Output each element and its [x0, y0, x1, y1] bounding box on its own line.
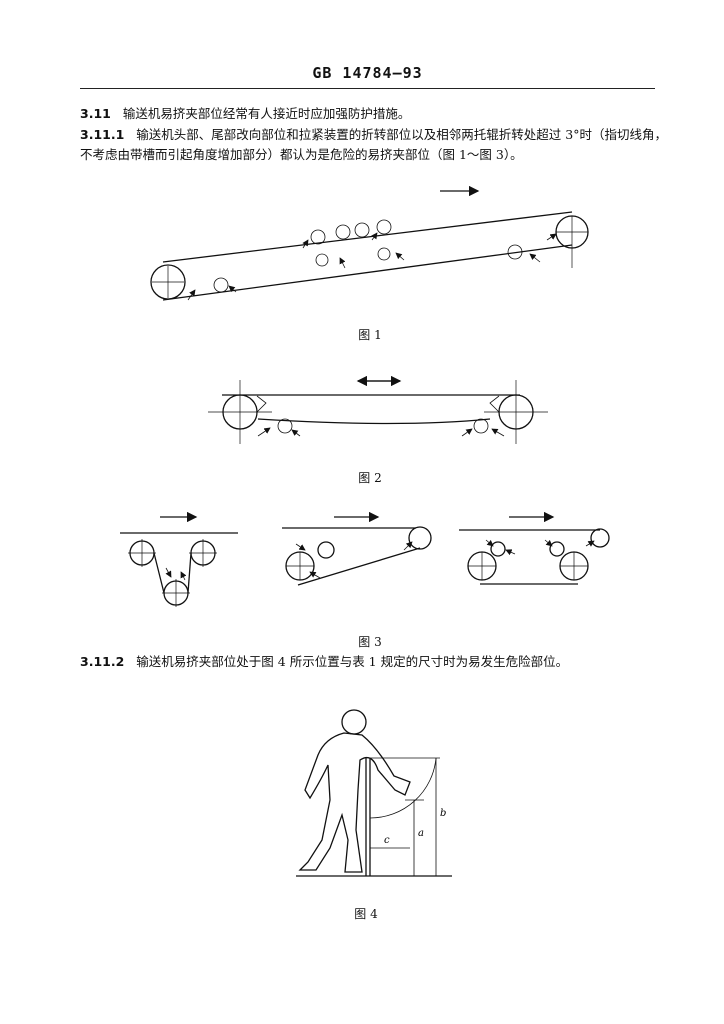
section-3-11-2: 3.11.2 输送机易挤夹部位处于图 4 所示位置与表 1 规定的尺寸时为易发生危…: [80, 652, 670, 672]
section-number: 3.11: [80, 106, 111, 121]
figure-1-caption: 图 1: [358, 328, 382, 342]
dim-label-a: a: [418, 828, 424, 839]
section-text: 输送机易挤夹部位经常有人接近时应加强防护措施。: [122, 106, 411, 121]
header-rule: [80, 88, 655, 89]
section-text: 输送机易挤夹部位处于图 4 所示位置与表 1 规定的尺寸时为易发生危险部位。: [136, 654, 569, 669]
figure-2-caption: 图 2: [358, 471, 382, 485]
section-3-11: 3.11 输送机易挤夹部位经常有人接近时应加强防护措施。: [80, 104, 670, 124]
document-header: GB 14784—93: [312, 64, 423, 82]
dim-label-b: b: [440, 808, 446, 819]
section-number: 3.11.2: [80, 654, 125, 669]
figure-4-caption: 图 4: [354, 907, 378, 921]
section-number: 3.11.1: [80, 127, 125, 142]
section-text: 输送机头部、尾部改向部位和拉紧装置的折转部位以及相邻两托辊折转处超过 3°时（指…: [80, 127, 667, 162]
dim-label-c: c: [384, 835, 390, 846]
figure-3-caption: 图 3: [358, 635, 382, 649]
